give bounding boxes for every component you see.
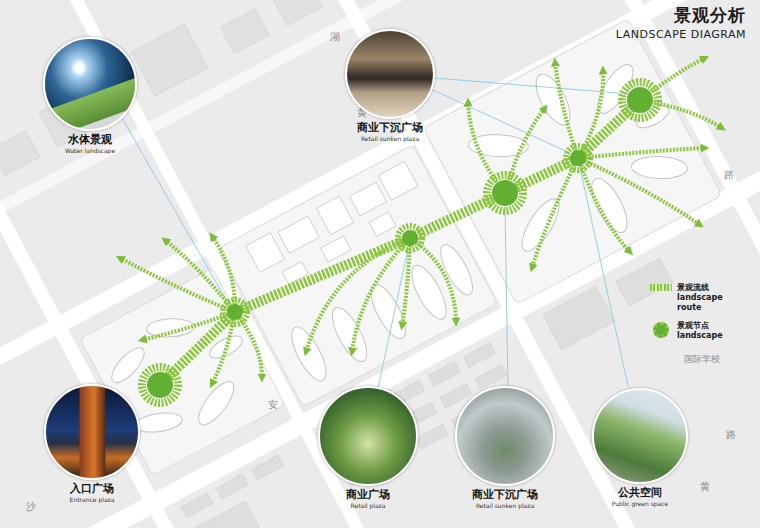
photo-circle [592, 388, 688, 484]
street-label: 湖 [330, 30, 340, 44]
node-swatch [653, 322, 669, 338]
photo-circle [318, 386, 418, 486]
legend-text: 景观流线 landscape route [677, 283, 735, 313]
node-subheading: Public green space [588, 500, 692, 507]
legend-text: 景观节点 landscape [677, 321, 735, 341]
photo-node: 入口广场Entrance plaza [40, 381, 144, 503]
photo-node: 商业广场Retail plaza [314, 383, 422, 509]
node-heading: 商业下沉广场 [451, 488, 559, 502]
photo-circle [345, 29, 435, 119]
street-label: 路 [724, 168, 734, 182]
node-subheading: Entrance plaza [40, 496, 144, 503]
node-subheading: Retail sunken plaza [451, 502, 559, 509]
node-heading: 公共空间 [588, 486, 692, 500]
photo-circle [44, 384, 140, 480]
title-subtitle: LANDSCAPE DIAGRAM [616, 28, 746, 41]
street-label: 路 [726, 428, 736, 442]
legend-row: 景观节点 landscape [650, 321, 735, 341]
legend-row: 景观流线 landscape route [650, 283, 735, 313]
node-subheading: Retail sunken plaza [341, 135, 439, 142]
photo-node: 水体景观Water landscape [39, 34, 141, 154]
photo-circle [455, 386, 555, 486]
node-heading: 商业广场 [314, 488, 422, 502]
node-subheading: Water landscape [39, 147, 141, 154]
photo-circle [43, 37, 137, 131]
street-label: 沙 [26, 500, 36, 514]
street-label: 安 [268, 398, 278, 412]
node-heading: 商业下沉广场 [341, 121, 439, 135]
node-heading: 水体景观 [39, 133, 141, 147]
legend: 景观流线 landscape route 景观节点 landscape [650, 283, 735, 349]
diagram-title: 景观分析 [674, 4, 746, 27]
photo-node: 商业下沉广场Retail sunken plaza [341, 26, 439, 142]
place-label: 国际学校 [684, 353, 720, 366]
photo-node: 公共空间Public green space [588, 385, 692, 507]
route-swatch [650, 284, 672, 291]
node-subheading: Retail plaza [314, 502, 422, 509]
street-label: 黄 [700, 480, 710, 494]
photo-node: 商业下沉广场Retail sunken plaza [451, 383, 559, 509]
node-heading: 入口广场 [40, 482, 144, 496]
